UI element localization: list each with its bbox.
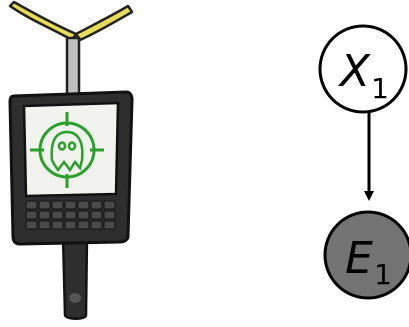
keypad-key <box>91 221 102 229</box>
ghost-detector-illustration <box>10 2 132 319</box>
keypad-key <box>39 201 50 209</box>
handle <box>63 236 87 319</box>
keypad-key <box>104 201 115 209</box>
keypad-key <box>26 201 37 209</box>
node-e-subscript: 1 <box>374 258 392 291</box>
keypad-key <box>78 201 89 209</box>
mast <box>67 38 79 96</box>
antenna-icon <box>10 2 132 40</box>
keypad-key <box>78 221 89 229</box>
node-x-subscript: 1 <box>371 72 389 105</box>
keypad-key <box>91 211 102 219</box>
node-e: E 1 <box>325 212 409 298</box>
keypad-key <box>26 221 37 229</box>
keypad-key <box>52 211 63 219</box>
keypad <box>26 201 115 229</box>
keypad-key <box>65 211 76 219</box>
keypad-key <box>39 221 50 229</box>
keypad-key <box>65 221 76 229</box>
node-e-label: E <box>345 233 373 284</box>
keypad-key <box>104 211 115 219</box>
node-x: X 1 <box>320 26 406 112</box>
keypad-key <box>78 211 89 219</box>
keypad-key <box>52 201 63 209</box>
keypad-key <box>104 221 115 229</box>
keypad-key <box>39 211 50 219</box>
node-x-label: X <box>338 46 371 97</box>
keypad-key <box>26 211 37 219</box>
keypad-key <box>65 201 76 209</box>
keypad-key <box>52 221 63 229</box>
bayes-net: X 1 E 1 <box>320 26 409 298</box>
keypad-key <box>91 201 102 209</box>
